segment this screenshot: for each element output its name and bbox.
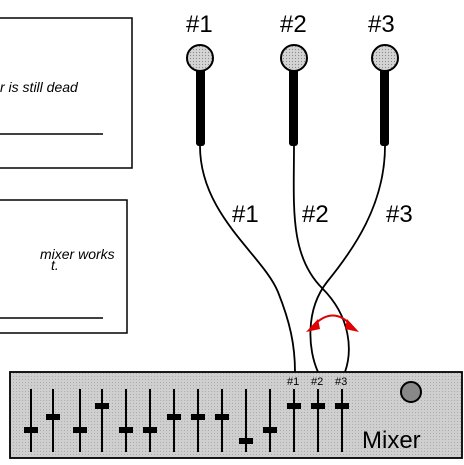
microphone-3-label: #3 bbox=[368, 11, 395, 38]
cable-2-label: #2 bbox=[302, 201, 329, 228]
fader-14[interactable] bbox=[335, 389, 349, 452]
cable-3-label: #3 bbox=[386, 201, 413, 228]
note-1-text: r is still dead bbox=[0, 79, 79, 95]
note-2-text-line2: t. bbox=[51, 257, 59, 273]
swap-arrow-icon bbox=[306, 314, 359, 332]
mixer-channel-3-label: #3 bbox=[335, 376, 347, 388]
fader-4[interactable] bbox=[95, 389, 109, 452]
fader-10[interactable] bbox=[239, 389, 253, 452]
fader-3[interactable] bbox=[73, 389, 87, 452]
mixer-panel bbox=[9, 371, 463, 459]
cable-1-label: #1 bbox=[232, 201, 259, 228]
microphone-3-icon bbox=[371, 44, 399, 146]
cable-1 bbox=[199, 145, 296, 373]
mixer-knob[interactable] bbox=[400, 381, 422, 403]
fader-8[interactable] bbox=[191, 389, 205, 452]
fader-2[interactable] bbox=[46, 389, 60, 452]
fader-12[interactable] bbox=[287, 389, 301, 452]
note-box-1: r is still dead bbox=[0, 17, 133, 169]
fader-13[interactable] bbox=[311, 389, 325, 452]
microphone-2-icon bbox=[280, 44, 308, 146]
fader-7[interactable] bbox=[167, 389, 181, 452]
fader-5[interactable] bbox=[119, 389, 133, 452]
microphone-1-icon bbox=[186, 44, 214, 146]
note-2-text-line1: mixer works bbox=[40, 246, 115, 262]
fader-bank bbox=[24, 389, 349, 452]
microphone-2-label: #2 bbox=[280, 11, 307, 38]
note-box-2: mixer works t. bbox=[0, 199, 128, 334]
fader-6[interactable] bbox=[143, 389, 157, 452]
fader-9[interactable] bbox=[215, 389, 229, 452]
fader-1[interactable] bbox=[24, 389, 38, 452]
microphone-1-label: #1 bbox=[186, 11, 213, 38]
cable-3 bbox=[309, 145, 386, 373]
cable-2 bbox=[292, 145, 350, 373]
mixer-channel-1-label: #1 bbox=[287, 376, 299, 388]
fader-11[interactable] bbox=[263, 389, 277, 452]
mixer-label: Mixer bbox=[362, 427, 421, 454]
mixer-channel-2-label: #2 bbox=[311, 376, 323, 388]
